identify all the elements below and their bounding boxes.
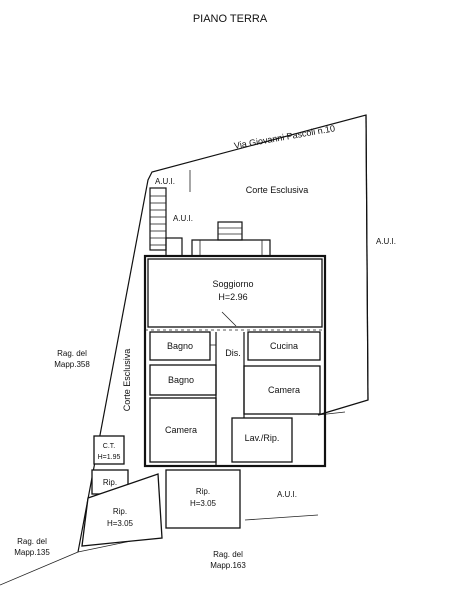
room-lav-rip-label: Lav./Rip. [245,433,280,443]
room-bagno-upper: Bagno [149,331,211,361]
rag-135-line1: Rag. del [17,537,47,546]
room-rip-small-label: Rip. [103,478,117,487]
internal-partitions [210,311,245,466]
aui-right-label: A.U.I. [376,237,396,246]
room-disimpegno: Dis. [225,348,241,358]
room-camera-right: Camera [243,365,321,415]
room-rip-mid-label: Rip. [196,487,210,496]
outbuilding-ct: C.T. H=1.95 [93,435,125,465]
outbuilding-rip-mid: Rip. H=3.05 [165,469,241,529]
aui-stair-label: A.U.I. [173,214,193,223]
entrance-steps [191,221,271,256]
room-camera-left: Camera [149,397,217,463]
aui-top-label: A.U.I. [155,177,175,186]
room-soggiorno: Soggiorno H=2.96 [147,258,323,328]
rag-358-line1: Rag. del [57,349,87,358]
aui-bottom-label: A.U.I. [277,490,297,499]
room-disimpegno-label: Dis. [225,348,241,358]
room-ct-label: C.T. [103,443,116,450]
room-bagno-lower: Bagno [149,364,217,396]
outbuilding-rip-left: Rip. H=3.05 [81,473,163,547]
room-soggiorno-label: Soggiorno [212,279,253,289]
room-rip-mid-height: H=3.05 [190,499,217,508]
rag-163-line1: Rag. del [213,550,243,559]
room-camera-left-label: Camera [165,425,197,435]
room-ct-height: H=1.95 [98,454,121,461]
room-soggiorno-height: H=2.96 [218,292,247,302]
room-lav-rip: Lav./Rip. [231,417,293,463]
room-cucina: Cucina [247,331,321,361]
property-boundary [0,114,369,586]
rag-358-line2: Mapp.358 [54,360,90,369]
room-camera-right-label: Camera [268,385,300,395]
plan-title: PIANO TERRA [193,13,268,25]
room-rip-left-label: Rip. [113,507,127,516]
rag-163-line2: Mapp.163 [210,561,246,570]
corte-side-label: Corte Esclusiva [122,349,132,412]
room-bagno-upper-label: Bagno [167,341,193,351]
room-bagno-lower-label: Bagno [168,375,194,385]
rag-135-line2: Mapp.135 [14,548,50,557]
exterior-stair [149,187,183,257]
corte-top-label: Corte Esclusiva [246,185,309,195]
room-cucina-label: Cucina [270,341,298,351]
room-rip-left-height: H=3.05 [107,519,134,528]
house-walls [143,254,327,468]
